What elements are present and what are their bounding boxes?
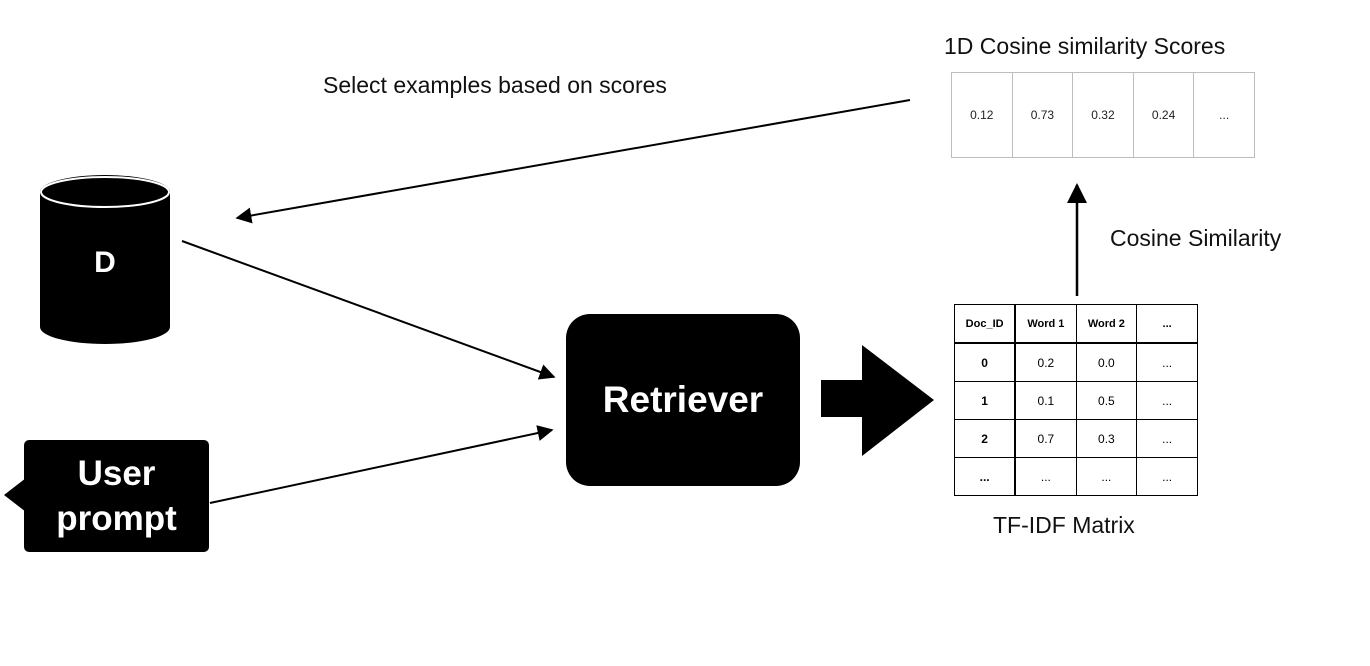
database-cylinder: [40, 175, 170, 344]
matrix-row: 2 0.7 0.3 ...: [954, 419, 1198, 458]
matrix-cell: ...: [1136, 381, 1198, 420]
matrix-cell: ...: [1136, 419, 1198, 458]
select-examples-label: Select examples based on scores: [323, 72, 667, 98]
arrow-scores-to-database: [235, 99, 911, 224]
retriever-box: Retriever: [566, 314, 800, 486]
matrix-cell: 0.2: [1014, 342, 1077, 382]
matrix-cell: 0.0: [1075, 342, 1138, 382]
matrix-row: 1 0.1 0.5 ...: [954, 381, 1198, 420]
matrix-cell: ...: [1014, 457, 1077, 496]
score-cell: ...: [1219, 108, 1230, 122]
database-label: D: [94, 246, 116, 279]
matrix-cell: 0: [954, 342, 1017, 382]
matrix-row: ... ... ... ...: [954, 457, 1198, 496]
score-cell: 0.24: [1134, 73, 1195, 157]
matrix-cell: ...: [1136, 457, 1198, 496]
matrix-cell: ...: [954, 457, 1017, 496]
user-prompt-box: User prompt: [24, 440, 209, 552]
matrix-cell: ...: [1136, 342, 1198, 382]
matrix-cell: 1: [954, 381, 1017, 420]
tfidf-matrix-label: TF-IDF Matrix: [993, 512, 1135, 538]
matrix-cell: 2: [954, 419, 1017, 458]
matrix-cell: ...: [1075, 457, 1138, 496]
matrix-cell: 0.3: [1075, 419, 1138, 458]
score-cell: 0.32: [1073, 73, 1134, 157]
matrix-cell: 0.1: [1014, 381, 1077, 420]
matrix-cell: 0.5: [1075, 381, 1138, 420]
matrix-header-cell: Word 2: [1075, 304, 1138, 344]
retriever-label: Retriever: [602, 379, 764, 420]
user-prompt-line2: prompt: [56, 499, 177, 538]
arrow-prompt-to-retriever: [209, 425, 554, 504]
block-arrow-retriever-to-matrix: [821, 345, 934, 456]
scores-array: 0.12 0.73 0.32 0.24 ...: [951, 72, 1255, 158]
matrix-header-row: Doc_ID Word 1 Word 2 ...: [954, 304, 1198, 344]
matrix-row: 0 0.2 0.0 ...: [954, 342, 1198, 382]
arrow-database-to-retriever: [181, 240, 556, 380]
user-prompt-line1: User: [77, 454, 156, 493]
matrix-header-cell: Doc_ID: [954, 304, 1017, 344]
matrix-header-cell: ...: [1136, 304, 1198, 344]
user-prompt-tail: [4, 478, 26, 512]
score-cell: 0.12: [952, 73, 1013, 157]
tfidf-matrix: Doc_ID Word 1 Word 2 ... 0 0.2 0.0 ... 1…: [954, 304, 1198, 496]
matrix-header-cell: Word 1: [1014, 304, 1077, 344]
matrix-cell: 0.7: [1014, 419, 1077, 458]
cosine-similarity-label: Cosine Similarity: [1110, 225, 1282, 251]
score-cell: 0.73: [1013, 73, 1074, 157]
scores-title: 1D Cosine similarity Scores: [944, 33, 1226, 59]
